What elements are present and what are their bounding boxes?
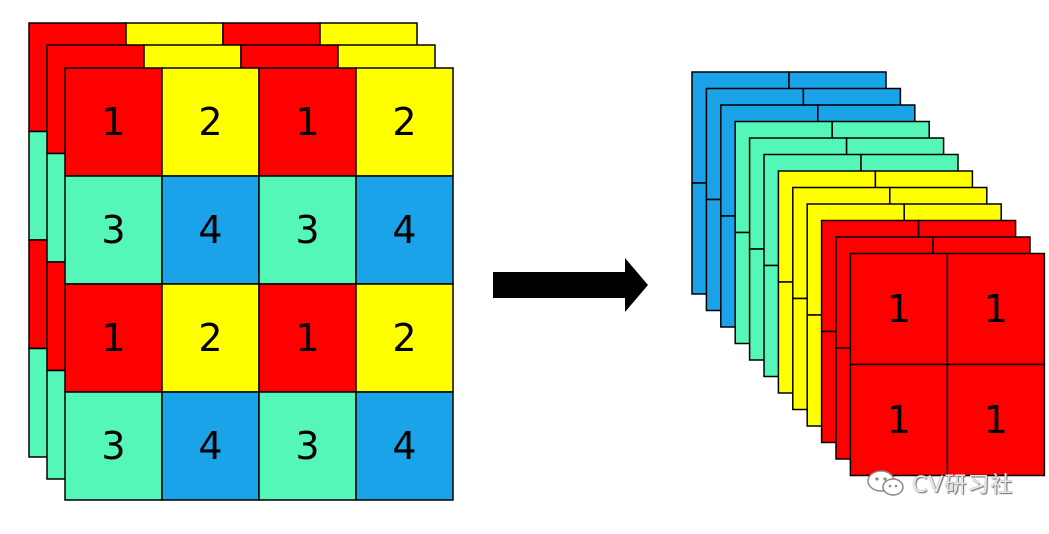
input-cell [355,283,454,393]
input-cell-label: 1 [101,100,125,144]
output-cell-label: 1 [984,398,1008,442]
watermark: CV研习社 [866,466,1013,500]
input-cell-label: 4 [198,424,222,468]
input-cell-label: 2 [392,316,416,360]
output-cell-label: 1 [984,287,1008,331]
input-cell [161,391,260,501]
input-cell-label: 4 [198,208,222,252]
wechat-icon [867,470,904,496]
output-cell-label: 1 [887,398,911,442]
input-cell-label: 3 [101,424,125,468]
input-cell [161,175,260,285]
input-cell-label: 3 [295,424,319,468]
input-cell [258,175,357,285]
input-tensor-stack: 1 2 1 2 3 4 3 4 1 2 1 2 3 4 3 4 [28,22,454,501]
input-cell [258,391,357,501]
output-cell [946,363,1046,477]
transform-arrow [493,258,648,312]
input-cell [161,283,260,393]
input-cell-label: 2 [198,316,222,360]
input-layer-3: 1 2 1 2 3 4 3 4 1 2 1 2 3 4 3 4 [64,67,454,501]
right-arrow-icon [493,258,648,312]
input-cell-label: 4 [392,424,416,468]
input-cell [355,67,454,177]
input-cell [64,391,163,501]
output-cell [946,252,1046,366]
input-cell-label: 1 [295,100,319,144]
input-cell [258,283,357,393]
input-cell [355,391,454,501]
input-cell-label: 4 [392,208,416,252]
input-cell-label: 3 [101,208,125,252]
output-cell-label: 1 [887,287,911,331]
input-cell-label: 2 [198,100,222,144]
output-tensor-stack: 1 1 1 1 [691,71,1046,477]
watermark-text: CV研习社 [912,473,1014,498]
output-cell [849,363,949,477]
input-cell [355,175,454,285]
input-cell [64,175,163,285]
output-layer-12: 1 1 1 1 [849,252,1046,477]
input-cell-label: 1 [101,316,125,360]
input-cell-label: 1 [295,316,319,360]
input-cell-label: 3 [295,208,319,252]
input-cell-label: 2 [392,100,416,144]
